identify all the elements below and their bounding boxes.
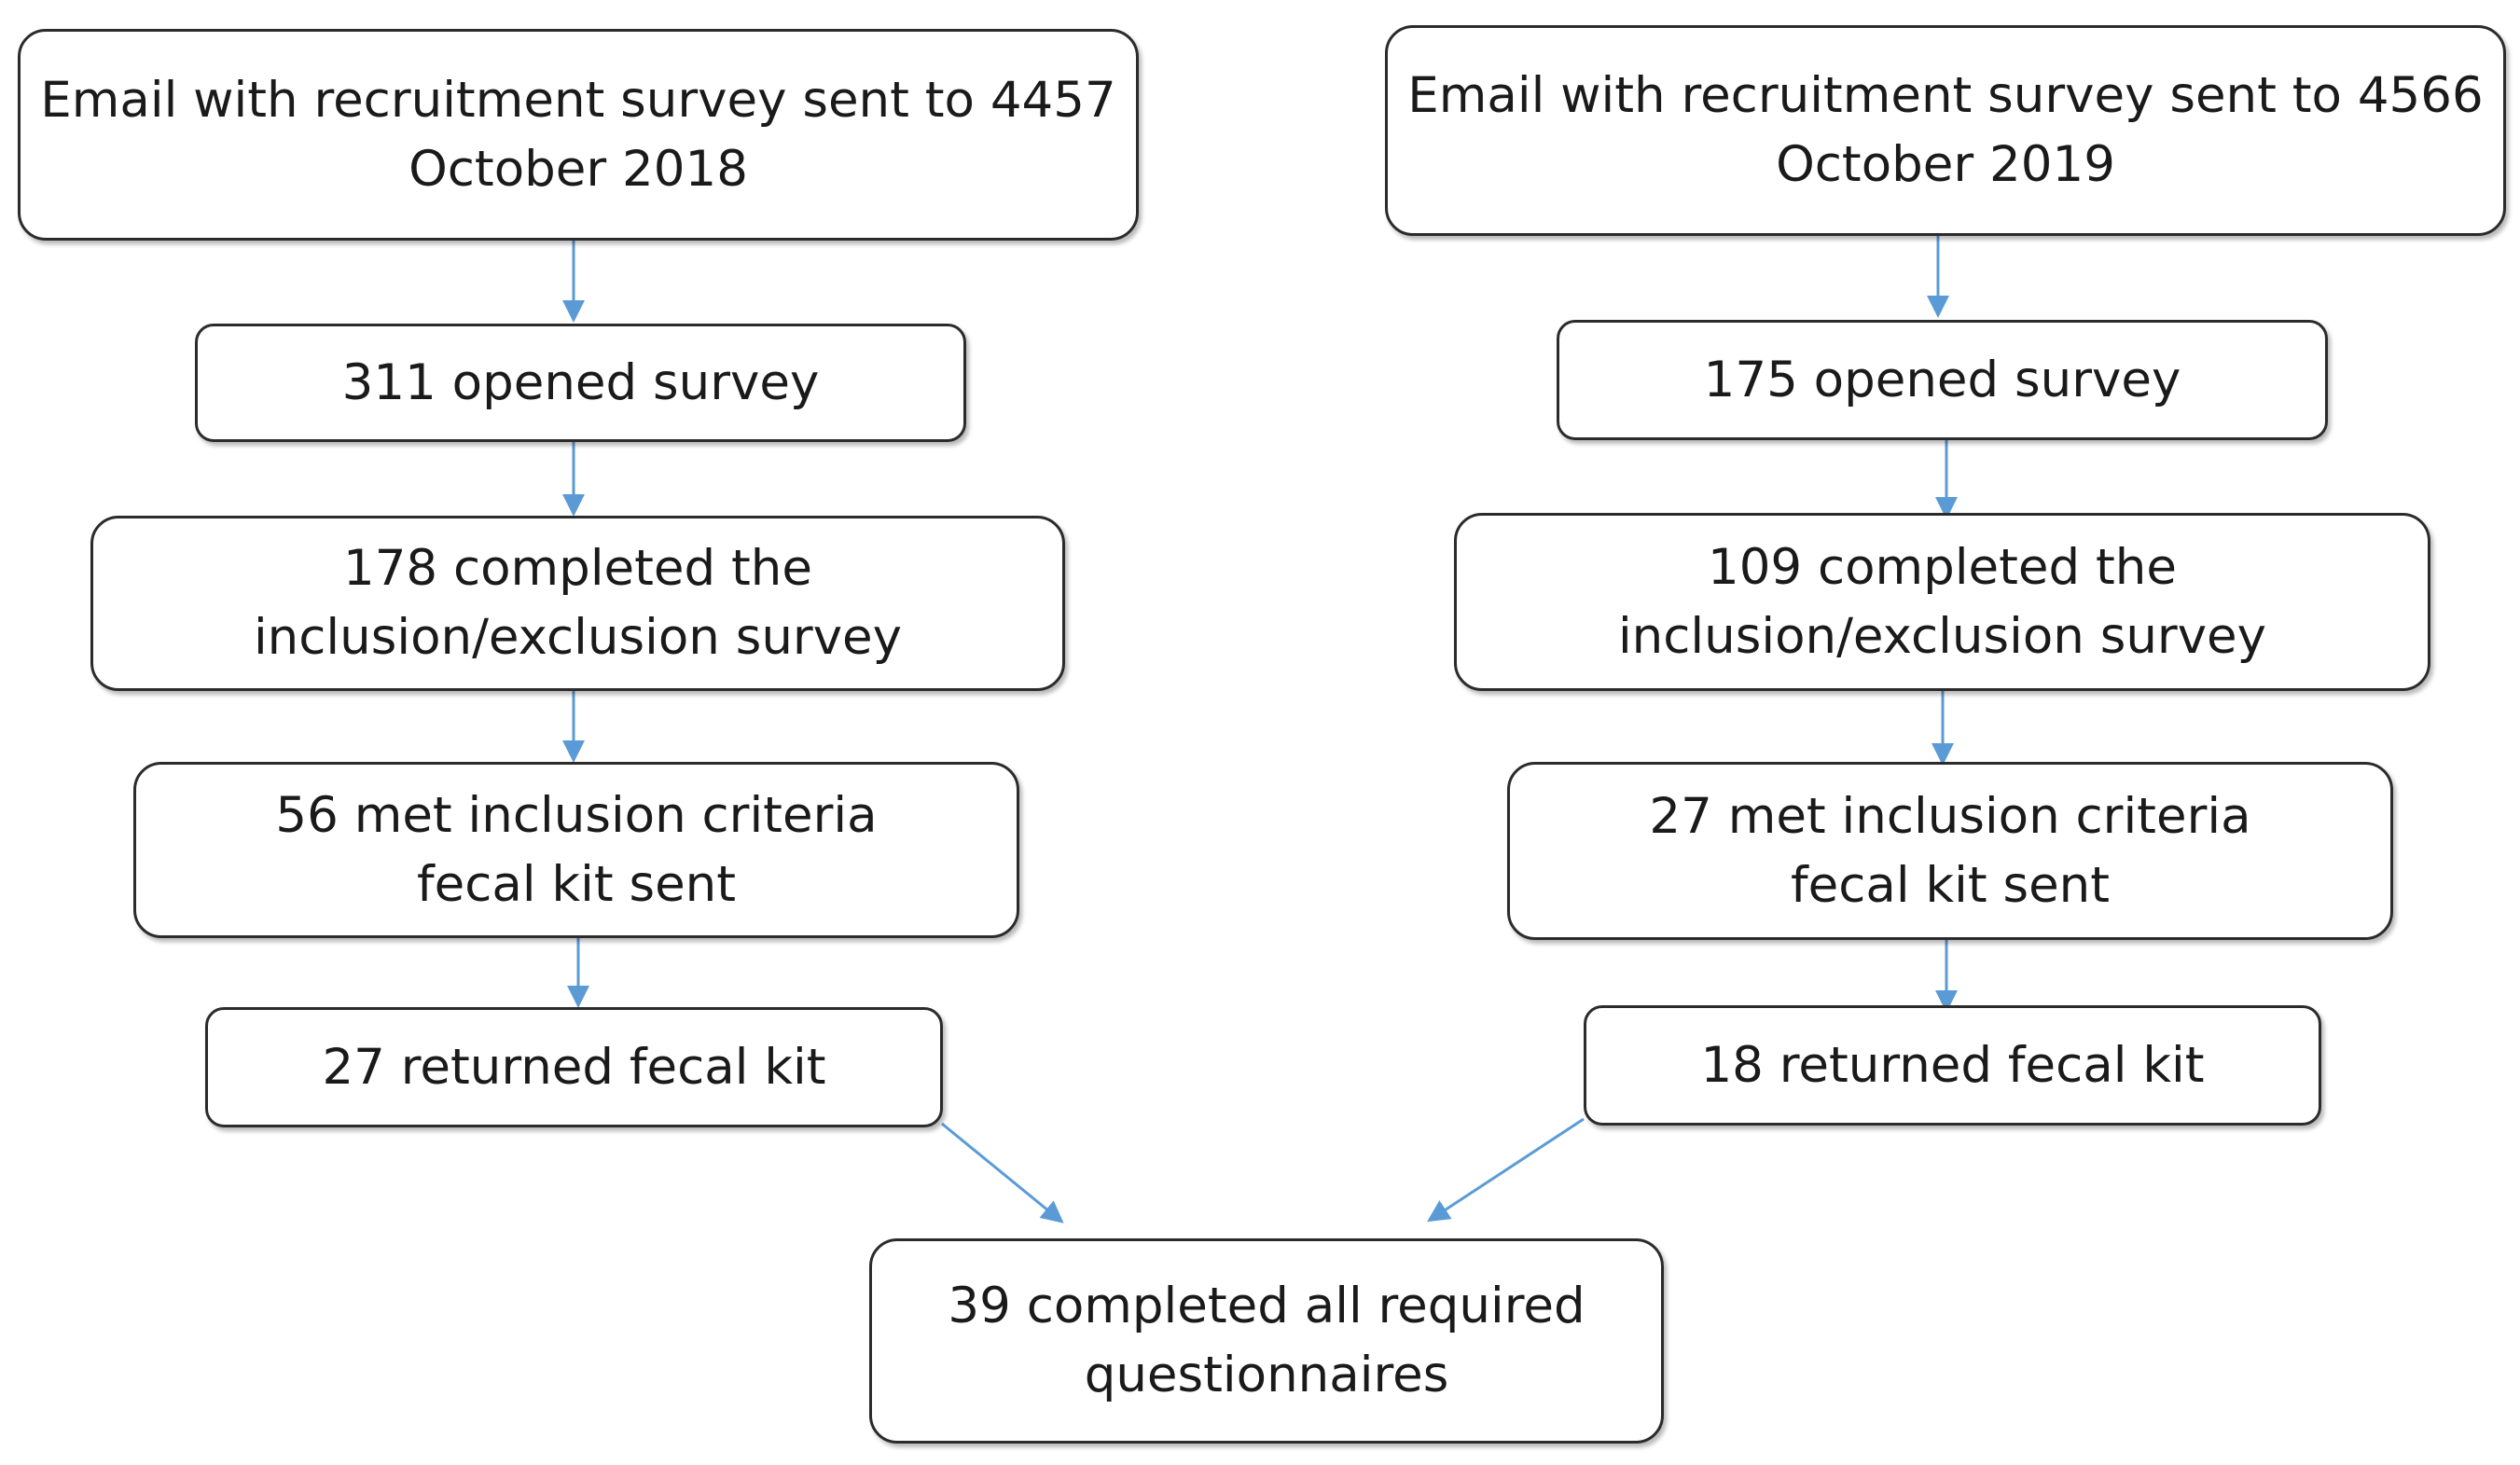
final-completed-line1: 39 completed all required [948,1278,1585,1334]
right-recruitment-box: Email with recruitment survey sent to 45… [1385,25,2506,236]
left-opened-text: 311 opened survey [341,353,820,411]
left-criteria-box: 56 met inclusion criteria fecal kit sent [133,762,1019,938]
left-completed-line2: inclusion/exclusion survey [253,609,903,666]
arrow-right-returned-to-final [1426,1117,1585,1223]
left-criteria-line1: 56 met inclusion criteria [275,786,878,844]
left-returned-text: 27 returned fecal kit [322,1038,826,1096]
right-recruitment-line1: Email with recruitment survey sent to 45… [1407,67,2484,124]
right-recruitment-line2: October 2019 [1776,136,2115,193]
left-completed-box: 178 completed the inclusion/exclusion su… [90,516,1065,691]
arrow-left-returned-to-final [941,1122,1064,1223]
final-completed-line2: questionnaires [1084,1347,1449,1403]
right-opened-box: 175 opened survey [1557,320,2328,440]
right-completed-box: 109 completed the inclusion/exclusion su… [1454,513,2430,691]
final-completed-box: 39 completed all required questionnaires [869,1238,1664,1444]
right-criteria-line2: fecal kit sent [1790,856,2111,914]
left-criteria-line2: fecal kit sent [416,855,737,913]
left-recruitment-line1: Email with recruitment survey sent to 44… [40,71,1116,129]
left-recruitment-box: Email with recruitment survey sent to 44… [18,29,1139,241]
left-opened-box: 311 opened survey [195,324,966,442]
left-recruitment-line2: October 2018 [408,140,748,198]
right-returned-text: 18 returned fecal kit [1700,1036,2205,1094]
right-completed-line1: 109 completed the [1707,538,2178,596]
right-opened-text: 175 opened survey [1703,351,2181,408]
left-completed-line1: 178 completed the [342,540,813,597]
right-criteria-line1: 27 met inclusion criteria [1649,787,2251,845]
right-criteria-box: 27 met inclusion criteria fecal kit sent [1507,762,2393,940]
right-completed-line2: inclusion/exclusion survey [1617,607,2267,665]
right-returned-box: 18 returned fecal kit [1584,1005,2321,1126]
left-returned-box: 27 returned fecal kit [205,1007,943,1127]
